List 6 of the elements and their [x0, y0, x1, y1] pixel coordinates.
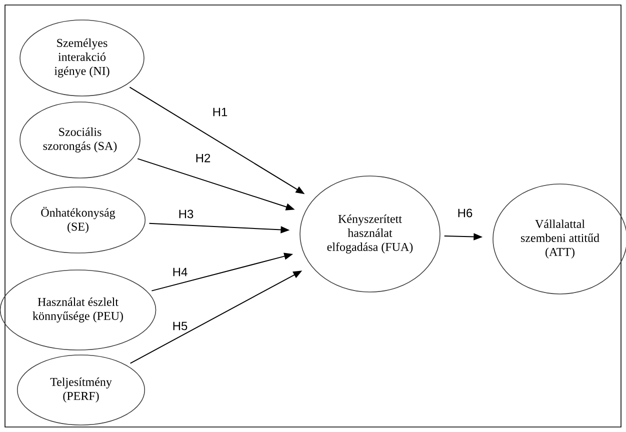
edge-label: H6 — [456, 208, 474, 218]
edge-label: H3 — [177, 208, 195, 220]
edge-label: H5 — [171, 320, 189, 332]
edge-label: H4 — [171, 266, 189, 278]
edge-label: H1 — [211, 106, 229, 118]
edge-label: H2 — [194, 152, 212, 164]
